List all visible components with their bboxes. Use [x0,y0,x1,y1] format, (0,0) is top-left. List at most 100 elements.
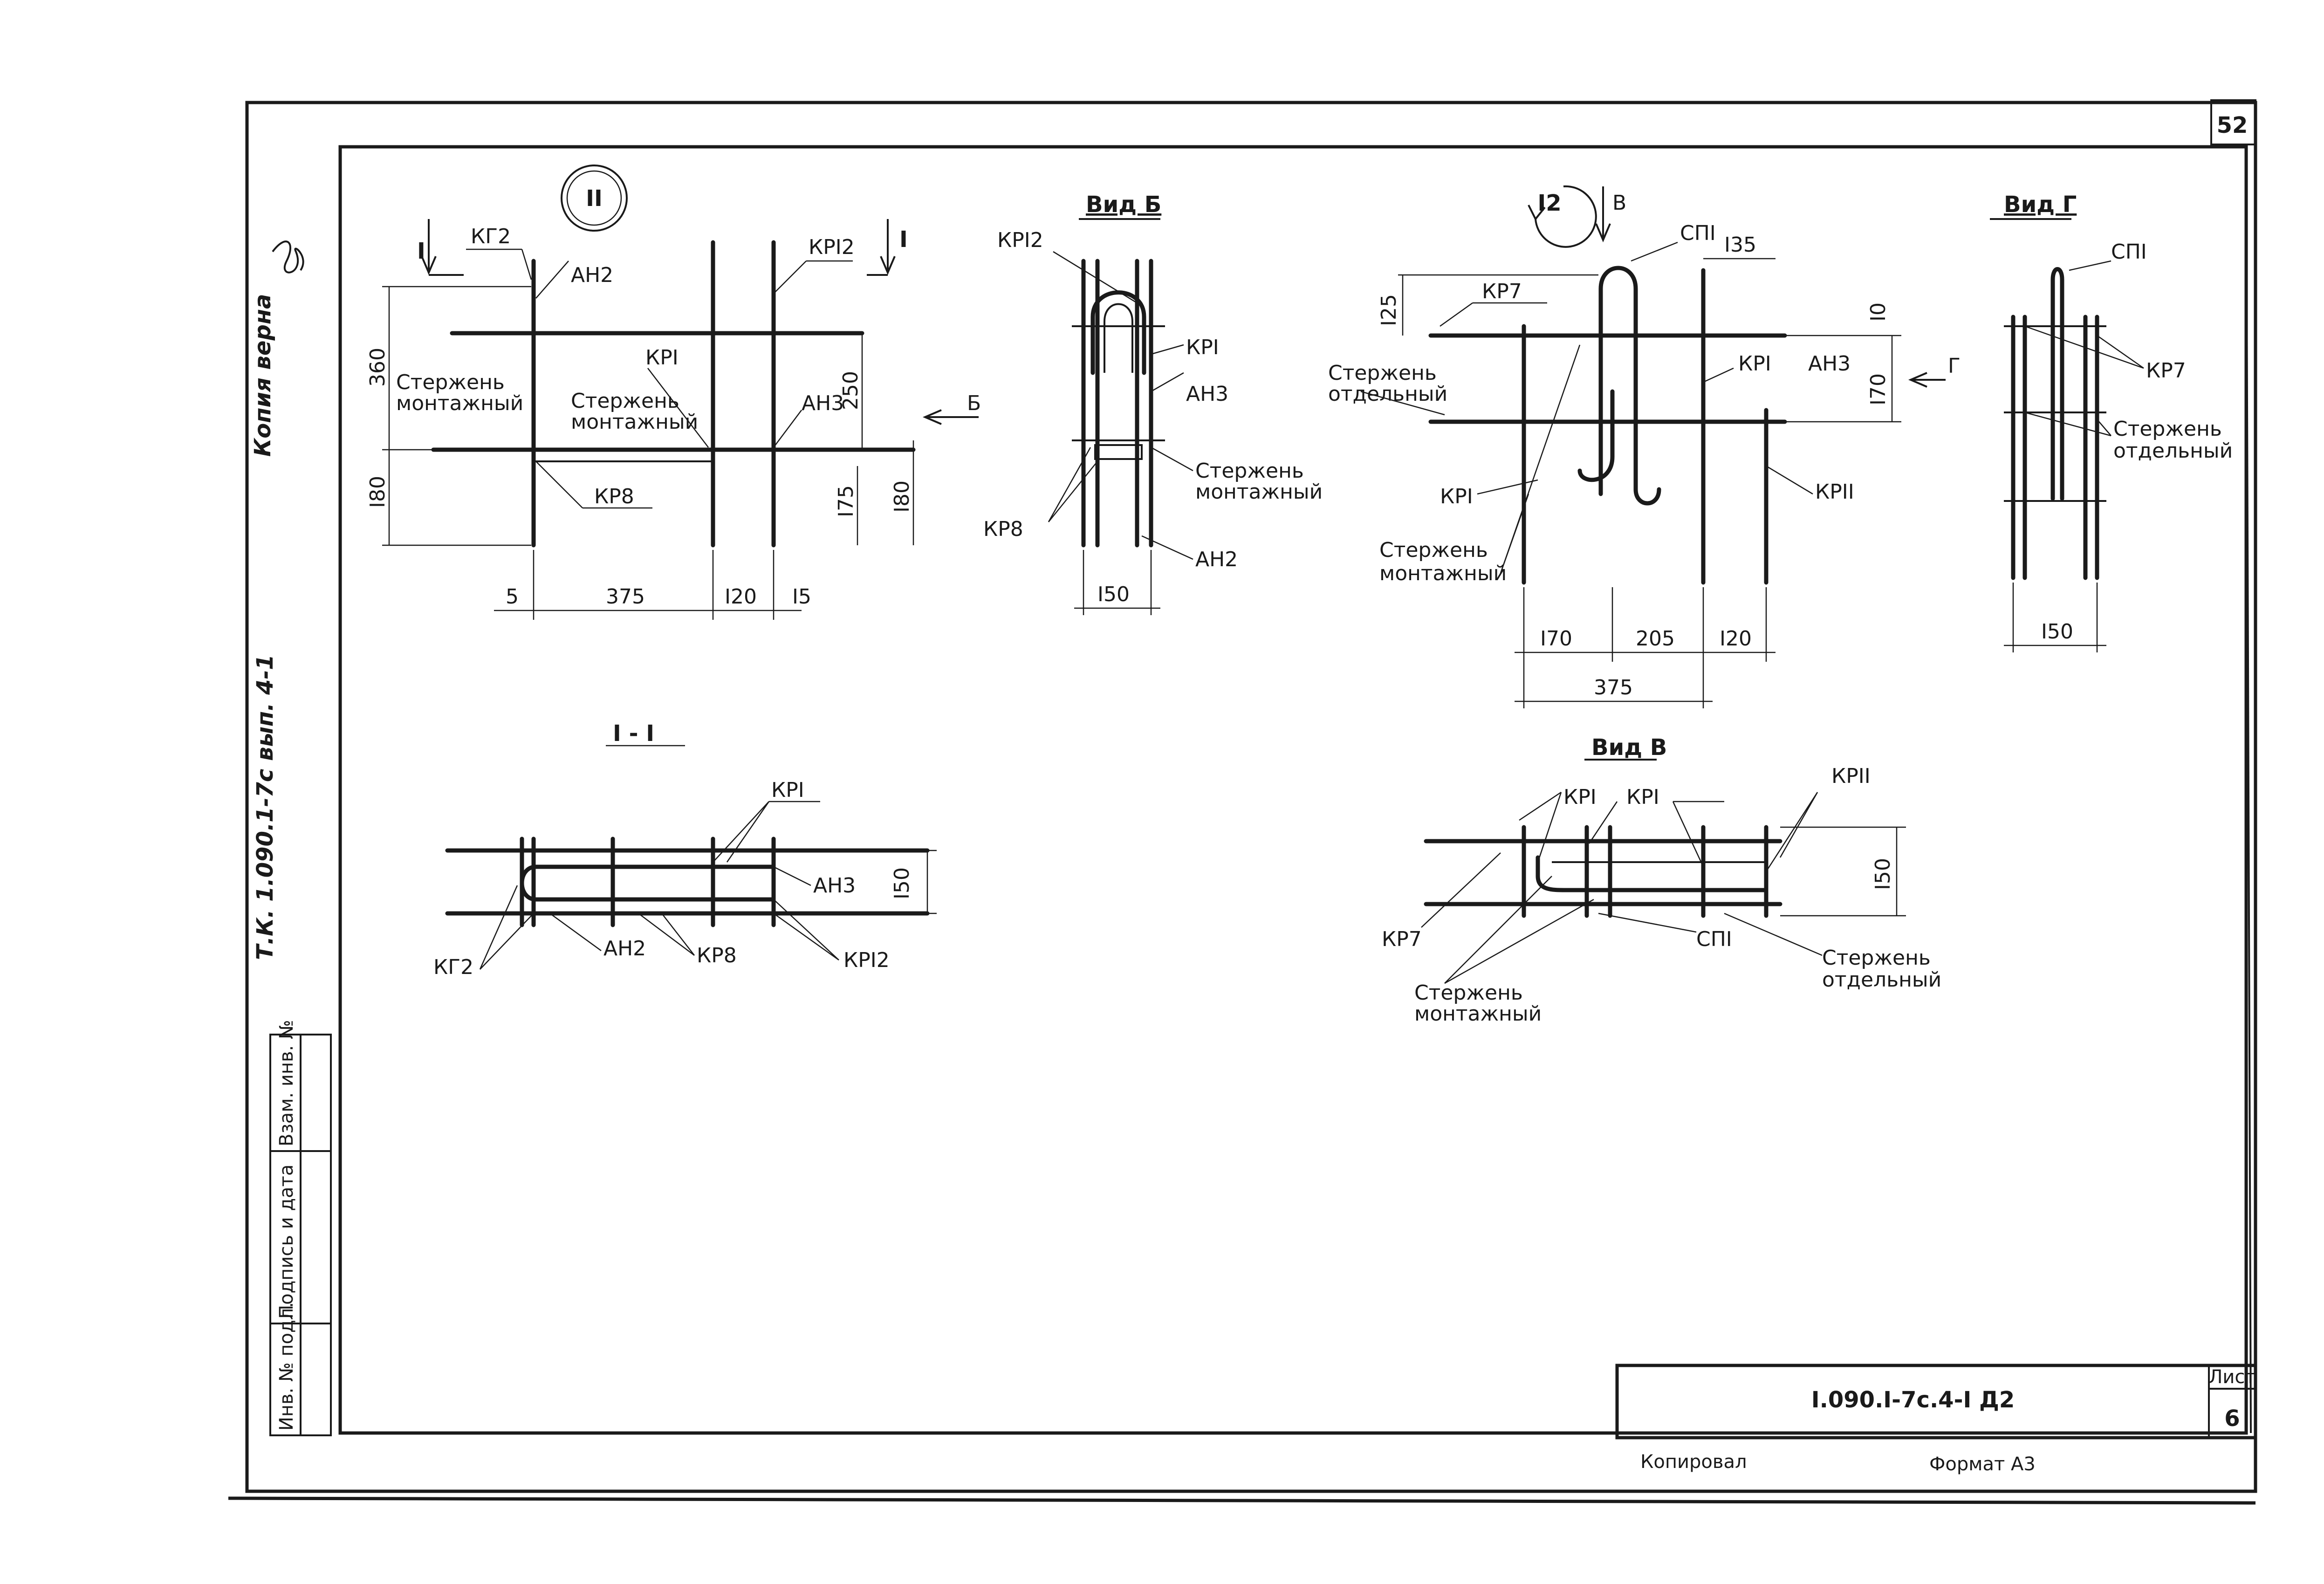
node-11-label-rod-mid-b: монтажный [571,410,698,434]
node-11-dim-250: 250 [839,371,863,410]
section-11-drawing [445,745,937,970]
node-11-section-mark-left: I [417,238,425,264]
node-11-label-kg2: КГ2 [471,225,511,248]
view-g-label-rod-sep-b: отдельный [2113,439,2233,463]
node-12-dim-10: I0 [1866,302,1890,322]
view-b-top-label-an2: АН2 [1195,548,1238,571]
node-12-dim-170-vertical: I70 [1866,373,1890,405]
node-11-number: II [586,185,603,212]
node-11-label-kr1: КРI [645,346,679,370]
view-v-bottom-label-sp1: СПI [1696,927,1732,951]
stamp-inv-original: Инв. № подл. [276,1302,297,1431]
node-12-label-rod-sep-b: отдельный [1328,382,1447,406]
section-11-label-kr8: КР8 [697,944,737,967]
section-11-label-kr12: КРI2 [843,948,890,972]
view-v-bottom-dim-150: I50 [1871,858,1895,890]
list-number: 6 [2224,1406,2240,1432]
view-v-bottom-label-rod-sep-a: Стержень [1822,946,1931,970]
section-11-label-kg2: КГ2 [433,955,473,979]
view-g-label-rod-sep-a: Стержень [2113,417,2222,441]
node-12-dim-375: 375 [1594,676,1633,699]
node-12-dim-135: I35 [1724,233,1756,257]
node-12-view-arrow-top: В [1612,191,1626,215]
node-12-label-rod-mount-a: Стержень [1379,538,1488,562]
view-v-bottom-label-kr1b: КРI [1626,785,1659,809]
section-11-dim-150: I50 [890,867,914,899]
section-11-title: I - I [613,720,654,747]
node-12-label-kr1-right: КРI [1738,352,1771,376]
view-g-label-sp1: СПI [2111,240,2147,264]
node-12-dim-125: I25 [1377,294,1401,326]
node-11-drawing [382,165,979,620]
node-12-drawing [1360,185,1946,708]
view-v-bottom-label-rod-mount-b: монтажный [1414,1002,1542,1026]
document-code: I.090.I-7c.4-I Д2 [1811,1387,2015,1413]
node-11-dim-15: I5 [792,585,811,609]
node-12-label-an3: АН3 [1808,352,1851,376]
page-number: 52 [2217,112,2248,138]
node-12-label-kr11: КРII [1815,480,1854,504]
node-12-view-arrow-right: Г [1948,354,1961,378]
copy-verified-note: Копия верна [250,294,276,457]
node-11-label-an3: АН3 [802,391,844,415]
view-v-bottom-label-kr1a: КРI [1563,785,1597,809]
node-12-label-rod-sep-a: Стержень [1328,361,1437,385]
section-11-label-an2: АН2 [603,937,646,960]
node-12-label-kr1-left: КРI [1440,485,1473,508]
signature-mark [272,240,304,274]
view-g-dim-150: I50 [2041,620,2073,644]
view-g-drawing [1990,218,2144,652]
node-12-dim-120: I20 [1720,627,1752,651]
node-11-dim-375: 375 [606,585,645,609]
node-11-label-kr8: КР8 [594,485,634,508]
node-11-label-rod-mid-a: Стержень [571,389,679,413]
node-11-label-kr12: КРI2 [809,235,855,259]
section-11-label-kr1: КРI [771,778,804,802]
view-b-top-label-kr12: КРI2 [997,228,1043,252]
left-margin: Копия верна Т.К. 1.090.1-7с вып. 4-1 Инв… [250,240,332,1436]
view-v-bottom-label-kr7: КР7 [1382,927,1422,951]
node-11-view-arrow-b: Б [967,391,981,415]
view-b-top-title: Вид Б [1086,192,1161,218]
list-label: Лист [2208,1366,2255,1388]
section-11-label-an3: АН3 [813,874,856,898]
view-v-bottom-label-kr11: КРII [1831,764,1871,788]
title-block [1615,1364,2257,1440]
node-11-dim-360: 360 [366,348,390,387]
node-11-section-mark-right: I [899,226,908,253]
node-11-label-an2: АН2 [571,263,613,287]
format-label: Формат А3 [1929,1454,2036,1475]
node-12-label-rod-mount-b: монтажный [1379,562,1507,585]
node-11-dim-180: I80 [366,476,390,508]
node-12-label-sp1: СПI [1680,221,1716,245]
node-12-dim-205: 205 [1636,627,1675,651]
view-v-bottom-label-rod-sep-b: отдельный [1822,968,1941,992]
copied-by-label: Копировал [1640,1451,1747,1473]
view-v-bottom-title: Вид В [1591,734,1667,761]
node-11-dim-5: 5 [506,585,519,609]
node-11-dim-120: I20 [725,585,757,609]
stamp-replace-inv: Взам. инв. № [276,1020,297,1146]
view-v-bottom-drawing [1421,759,1906,984]
view-b-top-label-rod-b: монтажный [1195,480,1323,504]
view-b-top-dim-150: I50 [1097,583,1130,606]
stamp-signature-date: Подпись и дата [276,1165,297,1319]
view-b-top-label-rod-a: Стержень [1195,459,1304,483]
view-b-top-label-an3: АН3 [1186,382,1228,406]
node-12-dim-170: I70 [1540,627,1572,651]
node-11-dim-180-right: I80 [890,480,914,513]
sheet-frames [228,99,2257,1505]
node-11-label-rod-left-b: монтажный [396,391,523,415]
node-11-label-rod-left-a: Стержень [396,370,505,394]
view-b-top-label-kr1: КРI [1186,336,1219,359]
series-code: Т.К. 1.090.1-7с вып. 4-1 [252,654,278,960]
view-b-top-label-kr8: КР8 [983,517,1023,541]
node-11-dim-175: I75 [834,485,858,517]
node-12-label-kr7: КР7 [1482,280,1522,303]
view-g-title: Вид Г [2004,192,2077,218]
node-12-number: I2 [1537,190,1561,216]
view-v-bottom-label-rod-mount-a: Стержень [1414,981,1523,1005]
view-b-top-drawing [1048,218,1193,615]
view-g-label-kr7: КР7 [2146,359,2186,383]
